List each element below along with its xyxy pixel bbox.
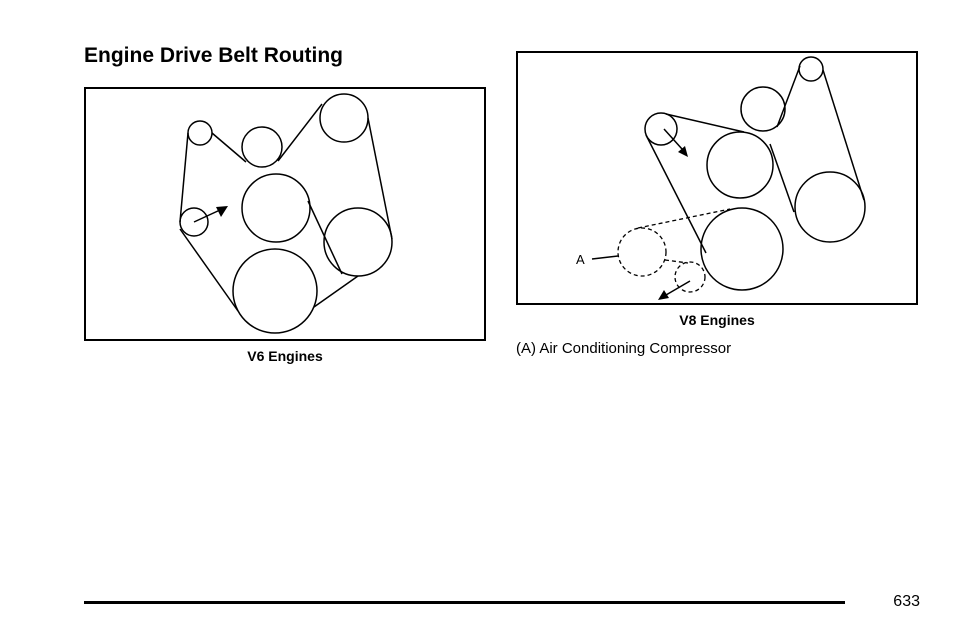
v8-ac-belt: [637, 208, 731, 264]
v6-drive-belt: [179, 103, 393, 312]
v8-drive-belt: [645, 65, 865, 254]
v8-belt-diagram-drawing: A: [576, 56, 866, 300]
v8-idler-pulley-upper: [740, 86, 786, 132]
legend-ac-compressor: (A) Air Conditioning Compressor: [516, 340, 732, 357]
footer-rule: [84, 601, 845, 604]
v6-idler-pulley-top: [187, 120, 213, 146]
v8-power-steering-pulley: [794, 171, 866, 243]
v8-idler-pulley-top: [798, 56, 824, 82]
page-title: Engine Drive Belt Routing: [84, 44, 344, 67]
v6-caption: V6 Engines: [247, 348, 323, 364]
v6-rotation-arrow: [193, 206, 228, 223]
v6-belt-diagram-drawing: [179, 93, 393, 334]
v8-water-pump-pulley: [706, 131, 774, 199]
v8-ac-idler-pulley: [674, 261, 706, 293]
v8-ac-compressor-pulley: [617, 227, 667, 277]
v6-power-steering-pulley: [323, 207, 393, 277]
v6-belt-diagram: [84, 87, 486, 341]
v8-callout-leader: [591, 255, 619, 260]
page-number: 633: [893, 593, 920, 610]
v8-caption: V8 Engines: [679, 312, 755, 328]
v8-rotation-arrow: [663, 128, 688, 157]
v6-idler-pulley-middle: [241, 126, 283, 168]
v6-alternator-pulley: [319, 93, 369, 143]
v8-tensioner-pulley: [644, 112, 678, 146]
v6-water-pump-pulley: [241, 173, 311, 243]
v8-ac-rotation-arrow: [658, 280, 691, 300]
v8-belt-diagram: A: [516, 51, 918, 305]
v8-callout-a: A: [576, 252, 585, 267]
v8-crankshaft-pulley: [700, 207, 784, 291]
v6-crankshaft-pulley: [232, 248, 318, 334]
